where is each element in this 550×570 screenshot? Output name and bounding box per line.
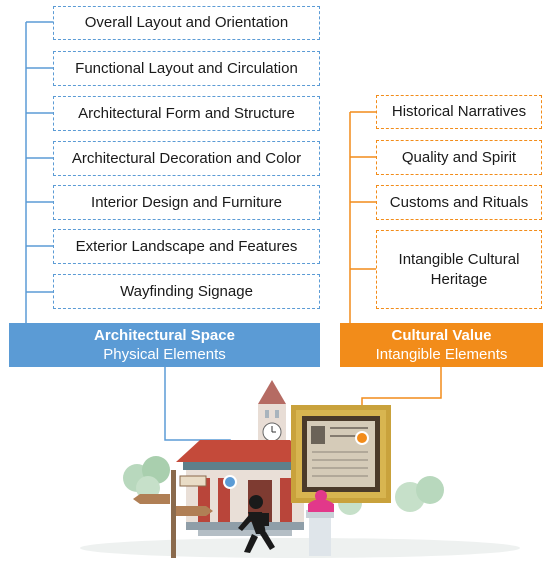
- culture-item-4: Intangible Cultural Heritage: [376, 230, 542, 309]
- arch-item-5: Interior Design and Furniture: [53, 185, 320, 220]
- culture-item-2: Quality and Spirit: [376, 140, 542, 175]
- culture-item-1: Historical Narratives: [376, 95, 542, 129]
- walking-person-icon: [238, 495, 275, 553]
- architectural-space-subtitle: Physical Elements: [103, 346, 226, 363]
- culture-item-3: Customs and Rituals: [376, 185, 542, 220]
- tree-left-icon: [123, 456, 170, 500]
- cultural-value-header: Cultural Value Intangible Elements: [340, 323, 543, 367]
- arch-item-7: Wayfinding Signage: [53, 274, 320, 309]
- cultural-value-title: Cultural Value: [391, 327, 492, 344]
- arch-item-4: Architectural Decoration and Color: [53, 141, 320, 176]
- seal-pedestal-icon: [306, 490, 334, 556]
- architectural-space-header: Architectural Space Physical Elements: [9, 323, 320, 367]
- signpost-icon: [133, 470, 213, 558]
- arch-item-6: Exterior Landscape and Features: [53, 229, 320, 264]
- architectural-space-title: Architectural Space: [94, 327, 235, 344]
- arch-item-2: Functional Layout and Circulation: [53, 51, 320, 86]
- culture-marker-icon: [355, 431, 369, 445]
- arch-item-1: Overall Layout and Orientation: [53, 6, 320, 40]
- architecture-marker-icon: [223, 475, 237, 489]
- arch-item-3: Architectural Form and Structure: [53, 96, 320, 131]
- framed-artifact-icon: [291, 405, 391, 503]
- cultural-value-subtitle: Intangible Elements: [375, 346, 508, 363]
